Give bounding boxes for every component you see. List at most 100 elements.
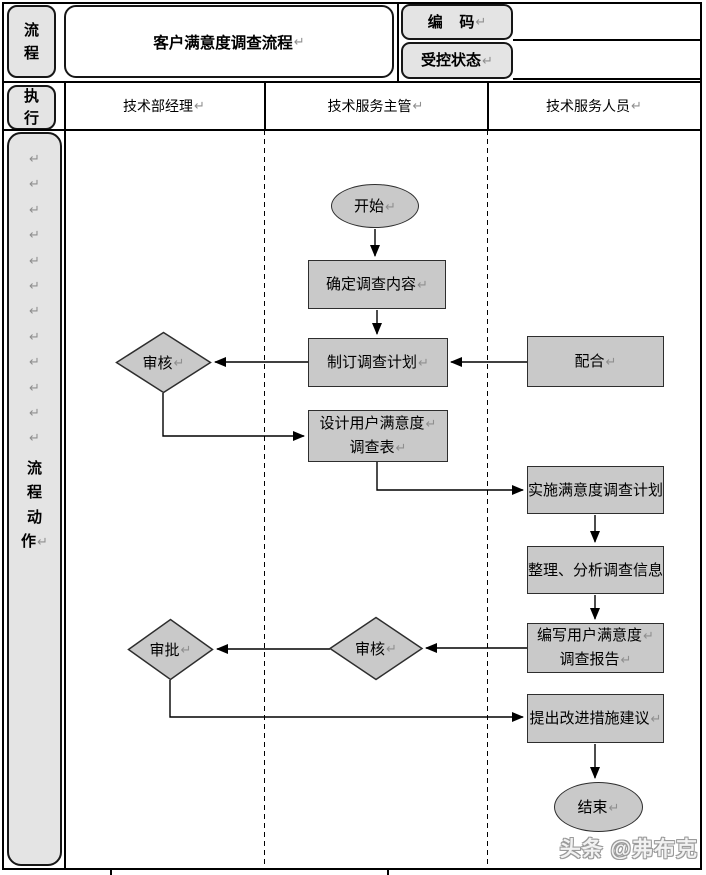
return-mark-icon: ↵ (386, 640, 397, 656)
lane-divider-dashed-1 (264, 130, 266, 868)
return-mark-icon: ↵ (29, 379, 40, 395)
execute-label-box: 执 行 (7, 85, 56, 130)
return-mark-icon: ↵ (29, 405, 40, 421)
return-mark-icon: ↵ (650, 711, 662, 726)
sidebar-label-char: 动 (26, 508, 42, 526)
return-mark-icon: ↵ (412, 98, 424, 113)
code-cell-underline (513, 39, 701, 41)
node-label-line2: 调查报告↵ (560, 648, 632, 672)
return-mark-icon: ↵ (37, 534, 48, 550)
node-end: 结束↵ (554, 782, 643, 832)
return-mark-icon: ↵ (29, 278, 40, 294)
return-mark-icon: ↵ (29, 328, 40, 344)
flow-area-left-border (64, 130, 66, 868)
code-label-box: 编 码↵ (401, 4, 513, 40)
node-label: 制订调查计划↵ (327, 351, 429, 374)
return-mark-icon: ↵ (173, 354, 185, 370)
node-label-text: 提出改进措施建议 (529, 710, 650, 727)
node-label: 提出改进措施建议↵ (530, 707, 662, 730)
return-mark-icon: ↵ (631, 98, 642, 113)
return-mark-icon: ↵ (29, 176, 40, 192)
return-mark-icon: ↵ (29, 354, 40, 370)
sidebar-label: 流 程 动 作↵ (9, 457, 60, 555)
column-header-label: 技术服务人员 (546, 98, 631, 114)
return-mark-icon: ↵ (620, 652, 632, 667)
controlled-status-label: 受控状态 (421, 52, 482, 69)
top-section-divider (397, 2, 399, 82)
column-header-label: 技术服务主管 (327, 98, 412, 114)
node-implement: 实施满意度调查计划 (527, 466, 664, 514)
next-row-stub-2 (387, 870, 389, 875)
column-header-manager: 技术部经理↵ (64, 95, 264, 117)
execute-label-char-2: 行 (23, 109, 39, 127)
return-mark-icon: ↵ (425, 416, 437, 431)
node-approve-label: 审批↵ (128, 637, 213, 662)
next-row-stub-1 (110, 870, 112, 875)
node-label-line1: 编写用户满意度↵ (537, 624, 654, 648)
node-label-text: 配合 (574, 353, 605, 370)
column-header-supervisor: 技术服务主管↵ (264, 95, 487, 117)
return-mark-icon: ↵ (643, 628, 654, 643)
node-label-text: 审核 (142, 355, 173, 372)
sidebar-label-char: 作↵ (9, 530, 60, 555)
process-actions-sidebar: ↵ ↵ ↵ ↵ ↵ ↵ ↵ ↵ ↵ ↵ ↵ ↵ 流 程 动 作↵ (7, 132, 62, 866)
node-label-text: 确定调查内容 (326, 276, 417, 293)
process-label-box: 流 程 (7, 5, 56, 78)
lane-divider-dashed-2 (487, 130, 489, 868)
watermark: 头条 @弗布克 (559, 838, 698, 861)
node-label-text: 设计用户满意度 (319, 415, 425, 432)
sidebar-label-char: 程 (26, 484, 42, 502)
column-divider-1 (264, 82, 266, 130)
node-define-content: 确定调查内容↵ (308, 260, 446, 309)
return-mark-icon: ↵ (475, 14, 487, 29)
return-mark-icon: ↵ (482, 52, 493, 68)
node-label-line2: 调查表↵ (350, 436, 407, 460)
column-header-staff: 技术服务人员↵ (487, 95, 701, 117)
node-cooperate: 配合↵ (527, 336, 664, 387)
return-mark-icon: ↵ (608, 799, 620, 815)
code-label: 编 码 (427, 13, 475, 31)
node-label-text: 调查表 (349, 439, 395, 456)
return-mark-icon: ↵ (417, 277, 428, 292)
node-analyze: 整理、分析调查信息 (527, 546, 664, 594)
node-label-line1: 设计用户满意度↵ (320, 412, 437, 436)
header-row-bottom-border (2, 129, 700, 131)
return-mark-icon: ↵ (293, 33, 305, 49)
node-make-plan: 制订调查计划↵ (308, 338, 448, 387)
node-label: 确定调查内容↵ (326, 273, 428, 296)
node-propose: 提出改进措施建议↵ (527, 694, 664, 743)
return-mark-icon: ↵ (395, 440, 407, 455)
column-divider-2 (487, 82, 489, 130)
title-box: 客户满意度调查流程↵ (64, 5, 394, 78)
execute-label-char-1: 执 (23, 87, 39, 105)
column-header-label: 技术部经理 (123, 98, 194, 114)
node-label-text: 调查报告 (559, 651, 620, 668)
return-mark-icon: ↵ (385, 198, 396, 214)
return-mark-icon: ↵ (29, 430, 40, 446)
return-mark-icon: ↵ (605, 354, 617, 369)
controlled-status-label-box: 受控状态↵ (401, 42, 513, 79)
process-label-char-2: 程 (23, 44, 39, 62)
return-mark-icon: ↵ (29, 303, 40, 319)
node-label: 结束↵ (578, 796, 620, 819)
header-section-divider (2, 81, 700, 83)
node-design-form: 设计用户满意度↵ 调查表↵ (308, 410, 448, 462)
return-mark-icon: ↵ (194, 98, 205, 113)
node-label: 配合↵ (575, 350, 617, 373)
sidebar-label-char-text: 作 (21, 533, 37, 551)
return-mark-icon: ↵ (29, 252, 40, 268)
node-review2-label: 审核↵ (330, 636, 422, 661)
sidebar-label-char: 流 (26, 459, 42, 477)
return-mark-icon: ↵ (180, 641, 192, 657)
return-mark-icon: ↵ (418, 355, 429, 370)
node-label-text: 实施满意度调查计划 (528, 481, 664, 499)
node-label-text: 结束 (577, 798, 608, 816)
paragraph-marks: ↵ ↵ ↵ ↵ ↵ ↵ ↵ ↵ ↵ ↵ ↵ ↵ (9, 134, 60, 451)
return-mark-icon: ↵ (29, 201, 40, 217)
return-mark-icon: ↵ (29, 151, 40, 166)
return-mark-icon: ↵ (29, 227, 40, 243)
node-start: 开始↵ (331, 184, 419, 228)
node-label-text: 编写用户满意度 (537, 627, 643, 644)
